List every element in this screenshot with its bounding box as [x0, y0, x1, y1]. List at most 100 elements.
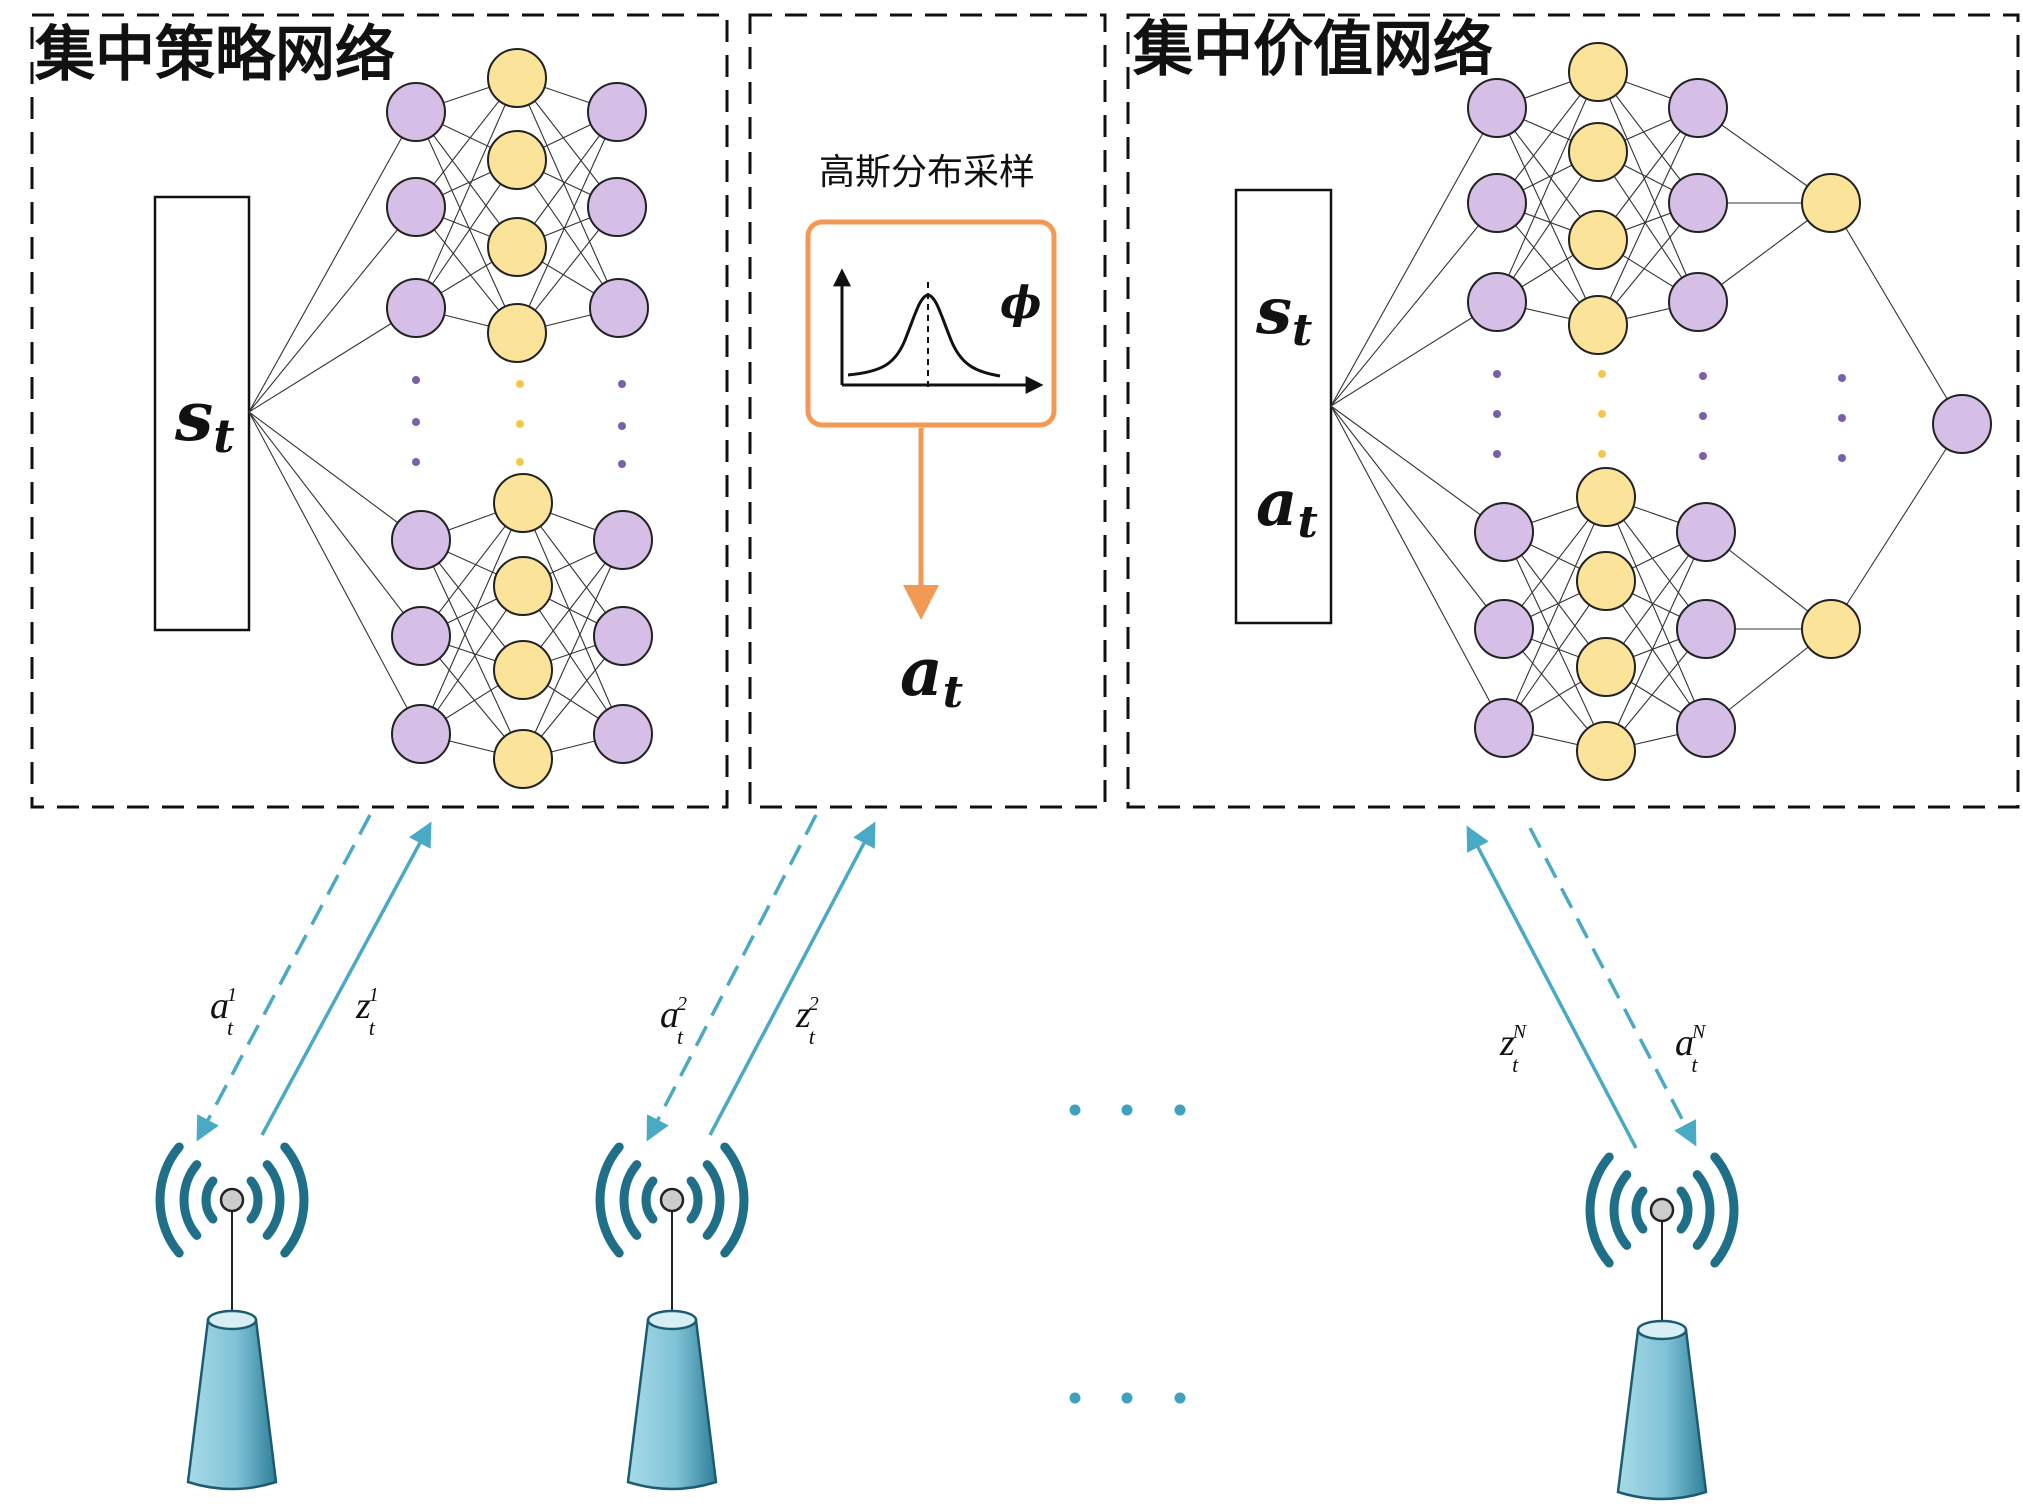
neuron-node	[1576, 637, 1636, 697]
connection-line	[1496, 107, 1599, 326]
ellipsis-dot	[1838, 414, 1846, 422]
neuron-node	[587, 82, 647, 142]
policy-neural-network	[248, 48, 653, 789]
wifi-waves-icon	[595, 1142, 749, 1258]
gaussian-curve-icon	[833, 268, 1044, 394]
policy-state-label: st	[174, 377, 235, 463]
policy-state-box	[153, 195, 251, 632]
wave-arc	[619, 1160, 642, 1240]
ellipsis-dot	[1121, 1104, 1133, 1116]
phi-label: ϕ	[1000, 278, 1041, 329]
connection-line	[1496, 151, 1599, 303]
connection-line	[248, 111, 417, 413]
neuron-node	[493, 640, 553, 700]
ellipsis-dot	[1069, 1104, 1081, 1116]
neuron-node	[487, 217, 547, 277]
ellipsis-dot	[1493, 370, 1501, 378]
policy-panel-border	[30, 13, 729, 809]
ellipsis-dot	[618, 460, 626, 468]
neuron-node	[593, 704, 653, 764]
connection-line	[415, 111, 518, 334]
neuron-node	[1568, 122, 1628, 182]
neuron-node	[1676, 599, 1736, 659]
neuron-node	[493, 556, 553, 616]
connection-line	[516, 111, 618, 334]
wave-arc	[595, 1142, 624, 1258]
wave-arc	[702, 1160, 725, 1240]
neuron-node	[1668, 78, 1728, 138]
antenna-tip	[1649, 1197, 1675, 1223]
neuron-node	[487, 130, 547, 190]
agent-antennas	[155, 1142, 1739, 1501]
neuron-node	[386, 177, 446, 237]
neuron-node	[1668, 173, 1728, 233]
value-neural-network	[1330, 42, 1992, 781]
ellipsis-dot	[1838, 454, 1846, 462]
neuron-node	[1568, 42, 1628, 102]
antenna-top	[206, 1309, 258, 1331]
neuron-node	[487, 48, 547, 108]
observation-arrow-n	[1466, 825, 1638, 1149]
wave-arc	[280, 1142, 309, 1258]
neuron-node	[391, 704, 451, 764]
connection-line	[415, 77, 518, 309]
neuron-node	[386, 278, 446, 338]
neuron-node	[1467, 78, 1527, 138]
ellipsis-dot	[516, 380, 524, 388]
value-action-label: at	[1256, 466, 1318, 548]
wifi-waves-icon	[155, 1142, 309, 1258]
neuron-node	[391, 510, 451, 570]
neuron-node	[1676, 502, 1736, 562]
neuron-node	[1576, 467, 1636, 527]
antenna-icon	[1585, 1152, 1739, 1501]
connection-line	[1503, 531, 1607, 752]
action-arrow-1	[196, 814, 372, 1142]
neuron-node	[493, 473, 553, 533]
ellipsis-dot	[412, 418, 420, 426]
connection-line	[248, 411, 422, 541]
connection-line	[1330, 405, 1505, 533]
observation-arrow-2	[708, 821, 876, 1136]
wave-arc	[262, 1160, 285, 1240]
neuron-node	[589, 278, 649, 338]
connection-line	[1330, 301, 1498, 407]
sampling-output-label: at	[900, 633, 963, 718]
neuron-node	[391, 606, 451, 666]
ellipsis-dot	[1699, 412, 1707, 420]
connection-line	[522, 502, 624, 735]
wave-arc	[179, 1160, 202, 1240]
connection-line	[1605, 496, 1707, 729]
neuron-node	[493, 729, 553, 789]
neuron-node	[487, 303, 547, 363]
antenna-tip	[219, 1187, 245, 1213]
observation-arrow-1	[260, 821, 432, 1136]
neuron-node	[593, 606, 653, 666]
ellipsis-dot	[1493, 450, 1501, 458]
neuron-node	[587, 177, 647, 237]
neuron-node	[1576, 721, 1636, 781]
connection-line	[1330, 107, 1498, 407]
connection-line	[1597, 71, 1699, 303]
connection-line	[1597, 151, 1699, 303]
neuron-node	[1467, 173, 1527, 233]
connection-line	[248, 411, 422, 735]
wave-arc	[686, 1176, 703, 1224]
neuron-node	[1474, 502, 1534, 562]
policy-panel-title: 集中策略网络	[34, 20, 395, 90]
connection-line	[248, 206, 417, 413]
wave-arc	[201, 1176, 218, 1224]
connection-line	[248, 411, 422, 637]
ellipsis-dot	[1174, 1104, 1186, 1116]
agents-ellipsis	[1069, 1104, 1186, 1404]
ellipsis-dot	[1598, 410, 1606, 418]
connection-line	[1605, 531, 1707, 752]
ellipsis-dot	[516, 420, 524, 428]
value-input-box	[1234, 188, 1333, 625]
neuron-node	[1801, 599, 1861, 659]
